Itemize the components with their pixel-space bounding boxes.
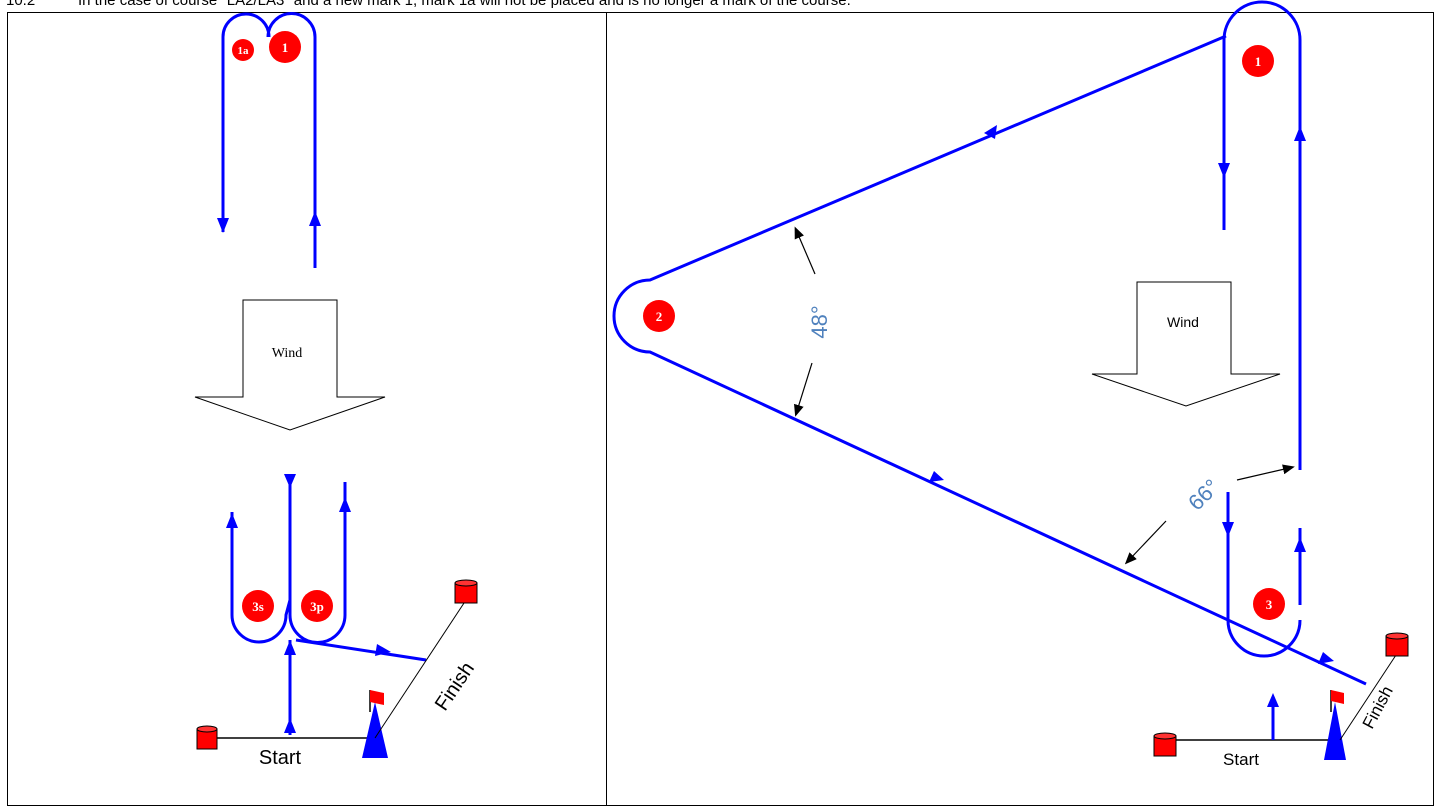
start-label-right: Start <box>1223 750 1259 769</box>
mark-3p: 3p <box>301 590 333 622</box>
svg-text:Wind: Wind <box>272 346 303 361</box>
rule-text: In the case of course "LA2/LA3" and a ne… <box>78 0 851 9</box>
angle-66: 66° <box>1124 464 1295 565</box>
finish-buoy <box>454 579 478 604</box>
gate-down-arrow <box>284 474 296 488</box>
table-frame <box>7 12 1434 806</box>
finish-buoy-right <box>1385 632 1409 657</box>
section-number: 10.2 <box>6 0 36 9</box>
finish-line <box>374 599 467 739</box>
svg-text:1a: 1a <box>238 45 250 57</box>
angle-48: 48° <box>794 226 832 417</box>
mark-3: 3 <box>1253 588 1285 620</box>
wind-arrow: Wind <box>194 299 386 431</box>
mark-1-right: 1 <box>1242 45 1274 77</box>
mark-3s: 3s <box>242 590 274 622</box>
svg-text:1: 1 <box>282 40 289 55</box>
svg-text:1: 1 <box>1255 54 1262 69</box>
triangle-course <box>612 0 1367 686</box>
gate-left-up-arrow <box>226 513 238 528</box>
rule-header: 10.2 In the case of course "LA2/LA3" and … <box>6 0 851 11</box>
finish-line-right <box>1339 651 1399 741</box>
wind-arrow-right: Wind <box>1091 281 1281 407</box>
leg-to-finish <box>295 638 427 662</box>
left-top-loop <box>221 12 317 268</box>
finish-label: Finish <box>431 658 479 715</box>
left-up-arrow <box>309 211 321 226</box>
gate-right-up-arrow <box>339 497 351 512</box>
mark-2: 2 <box>643 300 675 332</box>
mark-1: 1 <box>269 31 301 63</box>
left-diagram: 1a 1 Wind 3s 3p <box>194 12 479 769</box>
svg-text:66°: 66° <box>1183 474 1224 515</box>
committee-boat-left <box>362 690 388 758</box>
svg-text:2: 2 <box>656 309 663 324</box>
svg-text:Wind: Wind <box>1167 314 1199 330</box>
pin-buoy-start <box>196 725 218 750</box>
svg-text:3p: 3p <box>310 599 324 614</box>
svg-text:48°: 48° <box>807 305 832 338</box>
pin-buoy-start-right <box>1153 732 1177 757</box>
committee-boat-right <box>1324 690 1346 760</box>
start-label: Start <box>259 747 302 769</box>
right-diagram: 1 2 3 Wind 48° 66° <box>612 0 1409 769</box>
mark-1a: 1a <box>232 39 254 61</box>
finish-label-right: Finish <box>1359 683 1397 732</box>
left-down-arrow <box>217 218 229 233</box>
svg-text:3: 3 <box>1266 597 1273 612</box>
svg-text:3s: 3s <box>252 599 264 614</box>
